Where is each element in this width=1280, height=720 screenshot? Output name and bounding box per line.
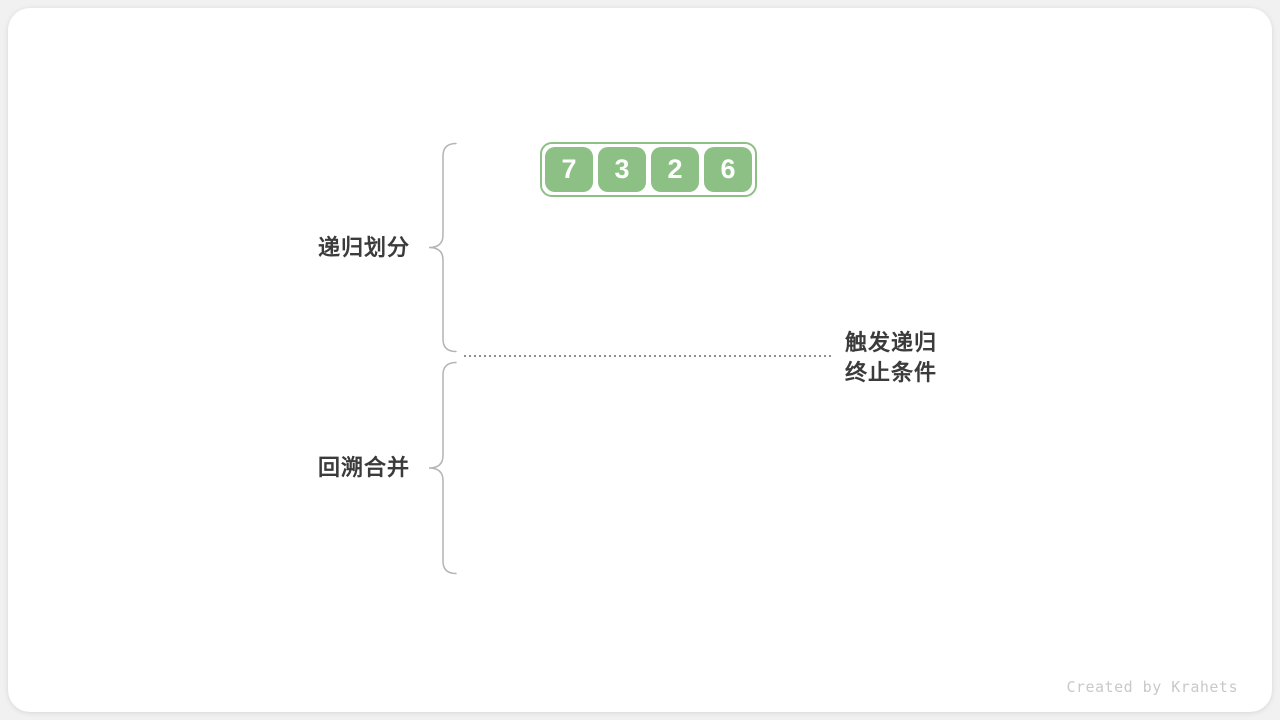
annotation-line-2: 终止条件: [845, 360, 938, 385]
curly-brace-partition-icon: [428, 142, 457, 353]
termination-dotted-line: [464, 355, 833, 357]
backtrack-merge-label: 回溯合并: [317, 455, 410, 480]
array-cell: 6: [704, 147, 752, 192]
diagram-card: [8, 8, 1272, 712]
annotation-line-1: 触发递归: [845, 330, 938, 355]
array-cell: 2: [651, 147, 699, 192]
array-cell: 3: [598, 147, 646, 192]
termination-condition-label: 触发递归 终止条件: [845, 328, 937, 388]
array-cell: 7: [545, 147, 593, 192]
recursive-partition-label: 递归划分: [317, 235, 410, 260]
credit-text: Created by Krahets: [1066, 678, 1238, 696]
curly-brace-merge-icon: [428, 361, 457, 575]
